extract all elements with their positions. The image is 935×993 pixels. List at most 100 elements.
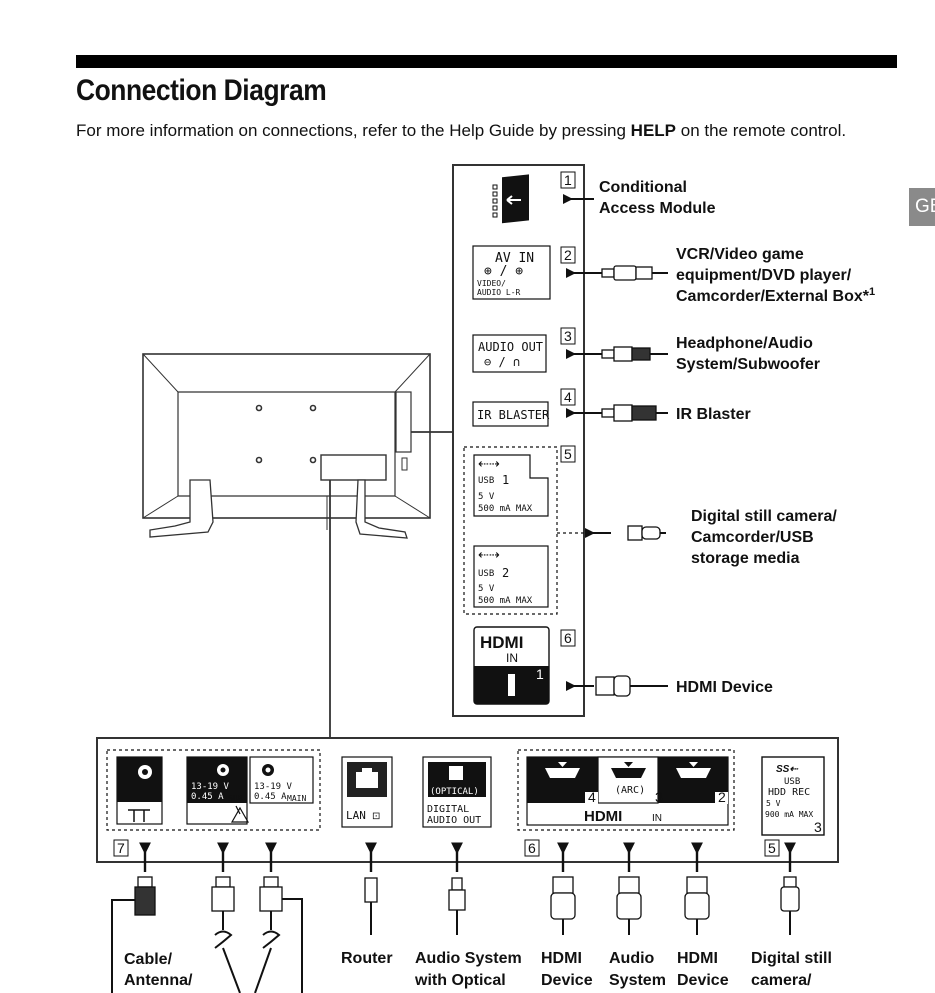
hdmi-port-2: 2 (718, 789, 726, 805)
label-hdmi-4-2: Device (541, 972, 593, 989)
usb1-label: USB (478, 476, 494, 486)
port-number: 4 (564, 389, 572, 405)
port-cam: 1 (492, 171, 576, 224)
usb-icon: ⇠⇢ (478, 547, 500, 562)
label-audio-out-2: System/Subwoofer (676, 356, 820, 373)
network-icon: ⊡ (372, 811, 380, 822)
label-audio-out: Headphone/Audio (676, 335, 813, 352)
intro-text-start: For more information on connections, ref… (76, 121, 631, 140)
intro-text: For more information on connections, ref… (76, 121, 846, 141)
hdmi-in-label: IN (506, 651, 518, 665)
sat-sub-label: SUB. (228, 794, 247, 803)
av-sub-label-1: VIDEO/ (477, 279, 506, 288)
label-optical: Audio System (415, 950, 522, 967)
port-antenna: 13-19 V 0.45 A SUB. 13-19 V 0.45 A MAIN … (106, 749, 321, 857)
label-cable: Cable/ (124, 951, 173, 968)
port-number: 5 (768, 840, 776, 856)
port-number: 6 (564, 630, 572, 646)
hdmi-port-number: 1 (536, 666, 544, 682)
footnote-marker: 1 (869, 286, 875, 298)
label-usb-hdd-2: camera/ (751, 972, 812, 989)
intro-help-key: HELP (630, 121, 677, 140)
tv-callout-lines (329, 431, 453, 738)
port-number: 2 (564, 247, 572, 263)
usb-hdd-voltage: 5 V (766, 799, 781, 808)
audio-out-label: AUDIO OUT (478, 340, 543, 354)
label-av-3: Camcorder/External Box*1 (676, 286, 875, 305)
label-hdmi-4: HDMI (541, 950, 582, 967)
label-usb-hdd: Digital still (751, 950, 832, 967)
sat-main-current: 0.45 A (254, 792, 287, 802)
label-ir: IR Blaster (676, 406, 751, 423)
label-audio-system: Audio (609, 950, 655, 967)
side-panel (452, 164, 585, 717)
usb-hdd-port-number: 3 (814, 819, 822, 835)
cable-usb-side (627, 525, 666, 541)
sat-sub-voltage: 13-19 V (191, 782, 230, 792)
bottom-cables (111, 876, 800, 993)
hdmi-in-label: IN (652, 813, 662, 824)
usb-label: USB (784, 777, 800, 787)
audio-out-label: AUDIO OUT (427, 815, 481, 826)
hdmi-port-3: 3 (655, 789, 663, 805)
label-hdmi-2-2: Device (677, 972, 729, 989)
hdmi-arc-label: (ARC) (615, 785, 645, 796)
digital-label: DIGITAL (427, 804, 469, 815)
hdmi-logo: HDMI (480, 633, 523, 652)
port-hdmi-side: 6 HDMI IN 1 (473, 626, 576, 705)
svg-text:⊕ / ⊕: ⊕ / ⊕ (484, 264, 523, 279)
svg-text:⊖ / ∩: ⊖ / ∩ (484, 355, 520, 369)
port-number: 1 (564, 172, 572, 188)
label-av-2: equipment/DVD player/ (676, 267, 852, 284)
usb-ss-icon: SS⇠ (776, 764, 798, 775)
port-usb-side: 5 ⇠⇢ USB 1 5 V 500 mA MAX ⇠⇢ USB 2 5 V 5… (463, 445, 576, 615)
label-hdmi-2: HDMI (677, 950, 718, 967)
label-router: Router (341, 950, 393, 967)
sat-main-voltage: 13-19 V (254, 782, 293, 792)
label-cam: Conditional (599, 179, 687, 196)
intro-text-end: on the remote control. (676, 121, 847, 140)
usb1-voltage: 5 V (478, 492, 495, 502)
hdmi-port-4: 4 (588, 789, 596, 805)
usb1-number: 1 (502, 473, 509, 487)
hdmi-logo: HDMI (584, 808, 622, 825)
label-usb-2: Camcorder/USB (691, 529, 814, 546)
usb2-current: 500 mA MAX (478, 596, 533, 606)
label-usb: Digital still camera/ (691, 508, 837, 525)
label-cam-2: Access Module (599, 200, 716, 217)
hdd-rec-label: HDD REC (768, 787, 810, 798)
cable-audio-out (601, 346, 668, 362)
language-tab: GB (909, 188, 935, 226)
label-cable-2: Antenna/ (124, 972, 193, 989)
header-bar (76, 55, 897, 68)
ir-blaster-label: IR BLASTER (477, 408, 550, 422)
label-av: VCR/Video game (676, 246, 804, 263)
av-in-label: AV IN (495, 251, 534, 266)
port-audio-out: 3 AUDIO OUT ⊖ / ∩ (472, 327, 576, 373)
label-usb-3: storage media (691, 550, 800, 567)
port-number: 5 (564, 446, 572, 462)
optical-label: (OPTICAL) (430, 787, 479, 797)
tv-rear-view (142, 353, 431, 539)
usb2-number: 2 (502, 566, 509, 580)
label-hdmi-side: HDMI Device (676, 679, 773, 696)
port-lan: LAN ⊡ (341, 756, 393, 828)
usb-icon: ⇠⇢ (478, 456, 500, 471)
side-device-labels: Conditional Access Module VCR/Video game… (599, 179, 875, 696)
sat-sub-current: 0.45 A (191, 792, 224, 802)
cable-av (601, 265, 668, 281)
bottom-connection-arrows (139, 842, 796, 872)
label-audio-system-2: System (609, 972, 666, 989)
port-optical: (OPTICAL) DIGITAL AUDIO OUT (422, 756, 492, 828)
cable-hdmi-side (595, 675, 668, 697)
usb2-label: USB (478, 569, 494, 579)
usb2-voltage: 5 V (478, 584, 495, 594)
page-title: Connection Diagram (76, 74, 327, 107)
port-ir-blaster: 4 IR BLASTER (472, 388, 576, 427)
sat-main-label: MAIN (287, 794, 306, 803)
usb1-current: 500 mA MAX (478, 504, 533, 514)
usb-hdd-current: 900 mA MAX (765, 810, 813, 819)
port-number: 3 (564, 328, 572, 344)
av-sub-label-2: AUDIO L-R (477, 288, 521, 297)
